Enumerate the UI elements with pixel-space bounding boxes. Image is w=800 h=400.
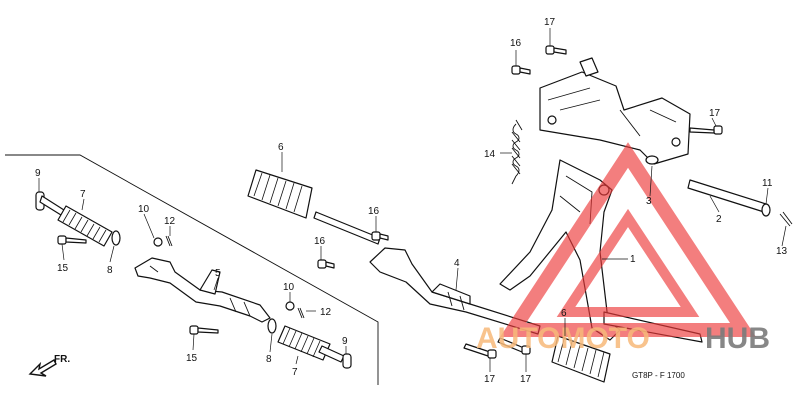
bolt-17-top bbox=[545, 45, 567, 55]
callout-8-upper: 8 bbox=[107, 265, 113, 276]
step-rubber-upper bbox=[247, 169, 313, 219]
stand-shaft bbox=[687, 179, 767, 213]
bolt-16-mid bbox=[371, 231, 389, 241]
callout-9-upper: 9 bbox=[35, 168, 41, 179]
callout-5: 5 bbox=[215, 268, 221, 279]
washer-lower bbox=[267, 318, 277, 334]
callout-2: 2 bbox=[716, 214, 722, 225]
bolt-17-lower-left bbox=[463, 343, 497, 359]
callout-17-top: 17 bbox=[544, 17, 556, 28]
bolt-16-top bbox=[511, 65, 531, 75]
step-shaft bbox=[313, 211, 381, 245]
nut-left bbox=[153, 237, 163, 247]
callout-12-upper: 12 bbox=[164, 216, 176, 227]
front-direction-label: FR. bbox=[54, 354, 70, 365]
bolt-lower bbox=[189, 325, 219, 335]
cotter-pin-left bbox=[165, 235, 173, 247]
section-divider-line bbox=[5, 154, 379, 385]
bolt-16-left bbox=[317, 259, 335, 269]
return-spring bbox=[511, 119, 523, 185]
callout-11: 11 bbox=[762, 178, 773, 189]
step-rubber-right bbox=[551, 335, 611, 383]
step-bar-left bbox=[134, 257, 271, 323]
watermark-word-left: AUTOMOTO bbox=[476, 322, 650, 355]
watermark-word-right: HUB bbox=[705, 322, 770, 355]
collar-3 bbox=[645, 155, 659, 165]
callout-8-lower: 8 bbox=[266, 354, 272, 365]
front-direction-indicator: FR. bbox=[28, 354, 70, 377]
callout-6-upper: 6 bbox=[278, 142, 284, 153]
cotter-pin-lower bbox=[297, 307, 305, 319]
front-arrow-icon bbox=[28, 359, 57, 377]
callout-16-left: 16 bbox=[314, 236, 326, 247]
callout-7-lower: 7 bbox=[292, 367, 298, 378]
callout-17-right: 17 bbox=[709, 108, 721, 119]
callout-15-upper: 15 bbox=[57, 263, 69, 274]
pivot-pin-left bbox=[35, 191, 65, 216]
callout-9-lower: 9 bbox=[342, 336, 348, 347]
bolt-left bbox=[57, 235, 87, 245]
callout-10-lower: 10 bbox=[283, 282, 295, 293]
callout-14: 14 bbox=[484, 149, 496, 160]
callout-4: 4 bbox=[454, 258, 460, 269]
watermark-logo bbox=[500, 142, 756, 337]
diagram-code: GT8P - F 1700 bbox=[632, 371, 685, 380]
callout-6-lower: 6 bbox=[561, 308, 567, 319]
step-rubber-left bbox=[57, 205, 113, 247]
pivot-pin-lower bbox=[318, 345, 352, 369]
watermark-triangle-inner bbox=[556, 208, 700, 317]
washer-11 bbox=[761, 203, 771, 217]
cotter-pin-13 bbox=[779, 211, 793, 227]
watermark-triangle-outer bbox=[500, 142, 756, 337]
callout-15-lower: 15 bbox=[186, 353, 198, 364]
left-step-assembly bbox=[35, 191, 352, 369]
callout-3: 3 bbox=[646, 196, 652, 207]
stand-bracket bbox=[539, 57, 691, 165]
callout-7-upper: 7 bbox=[80, 189, 86, 200]
callout-13: 13 bbox=[776, 246, 788, 257]
step-rubber-lower bbox=[277, 325, 331, 361]
bolt-17-right bbox=[689, 125, 723, 135]
callout-1: 1 bbox=[630, 254, 636, 265]
middle-step-assembly bbox=[247, 169, 541, 335]
leader-lines bbox=[38, 28, 787, 372]
nut-lower bbox=[285, 301, 295, 311]
callout-10-upper: 10 bbox=[138, 204, 150, 215]
callout-17-lower-right: 17 bbox=[520, 374, 532, 385]
callout-16-mid: 16 bbox=[368, 206, 380, 217]
callout-17-lower-left: 17 bbox=[484, 374, 496, 385]
callout-numbers: 9 7 8 15 10 12 5 10 12 15 8 7 9 6 16 16 … bbox=[35, 17, 788, 385]
callout-12-lower: 12 bbox=[320, 307, 332, 318]
callout-16-top: 16 bbox=[510, 38, 522, 49]
washer-left bbox=[111, 230, 121, 246]
